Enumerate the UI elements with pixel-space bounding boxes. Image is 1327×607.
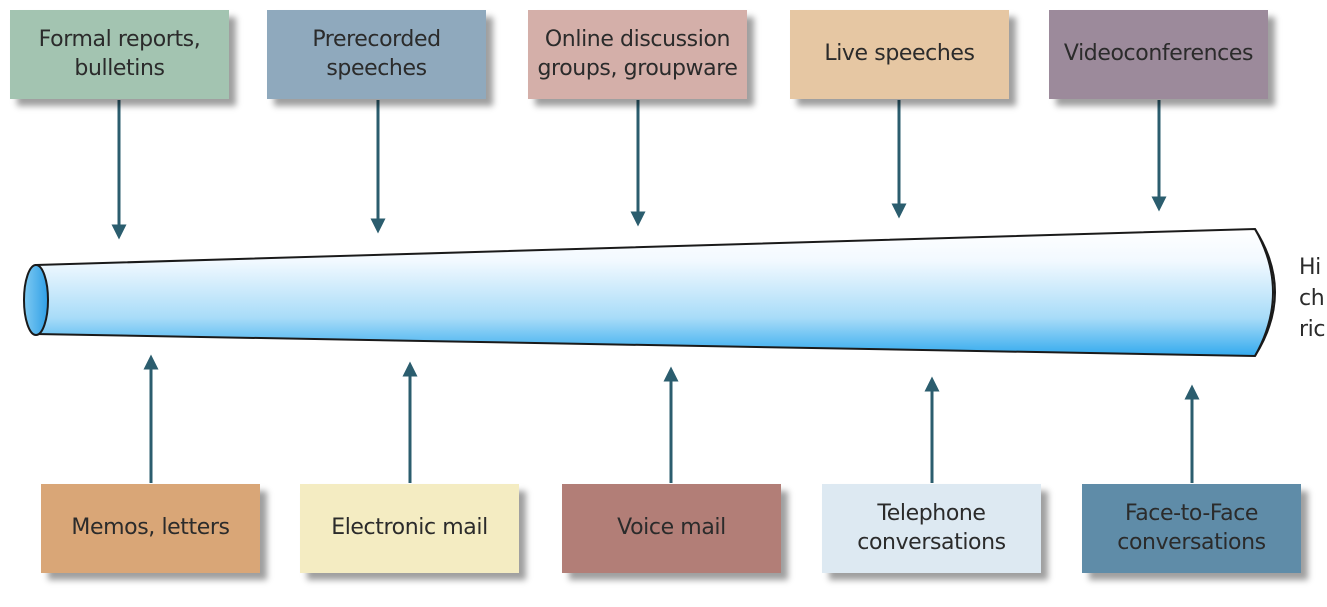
box-formal-reports-label: Formal reports, bulletins [38,26,201,81]
pipe-end-right [1254,228,1276,357]
box-live-speeches-label: Live speeches [824,41,975,67]
high-channel-richness-label: Hi ch ric [1299,255,1326,342]
pipe-opening-left [23,264,49,336]
box-prerecorded-speeches-label: Prerecorded speeches [312,26,441,81]
box-electronic-mail-label: Electronic mail [331,515,488,541]
pipe-body [35,227,1274,358]
box-telephone-conversations-label: Telephone conversations [857,500,1006,555]
box-online-discussion: Online discussion groups, groupware [528,10,747,99]
box-online-discussion-label: Online discussion groups, groupware [537,26,738,81]
box-face-to-face: Face-to-Face conversations [1082,484,1301,573]
box-voice-mail: Voice mail [562,484,781,573]
box-memos-letters: Memos, letters [41,484,260,573]
box-face-to-face-label: Face-to-Face conversations [1117,500,1266,555]
box-voice-mail-label: Voice mail [617,515,726,541]
box-videoconferences: Videoconferences [1049,10,1268,99]
box-electronic-mail: Electronic mail [300,484,519,573]
box-memos-letters-label: Memos, letters [71,515,230,541]
box-live-speeches: Live speeches [790,10,1009,99]
box-telephone-conversations: Telephone conversations [822,484,1041,573]
box-formal-reports: Formal reports, bulletins [10,10,229,99]
box-prerecorded-speeches: Prerecorded speeches [267,10,486,99]
bottom-arrows [143,354,1200,483]
top-arrows [111,100,1167,240]
box-videoconferences-label: Videoconferences [1063,41,1254,67]
